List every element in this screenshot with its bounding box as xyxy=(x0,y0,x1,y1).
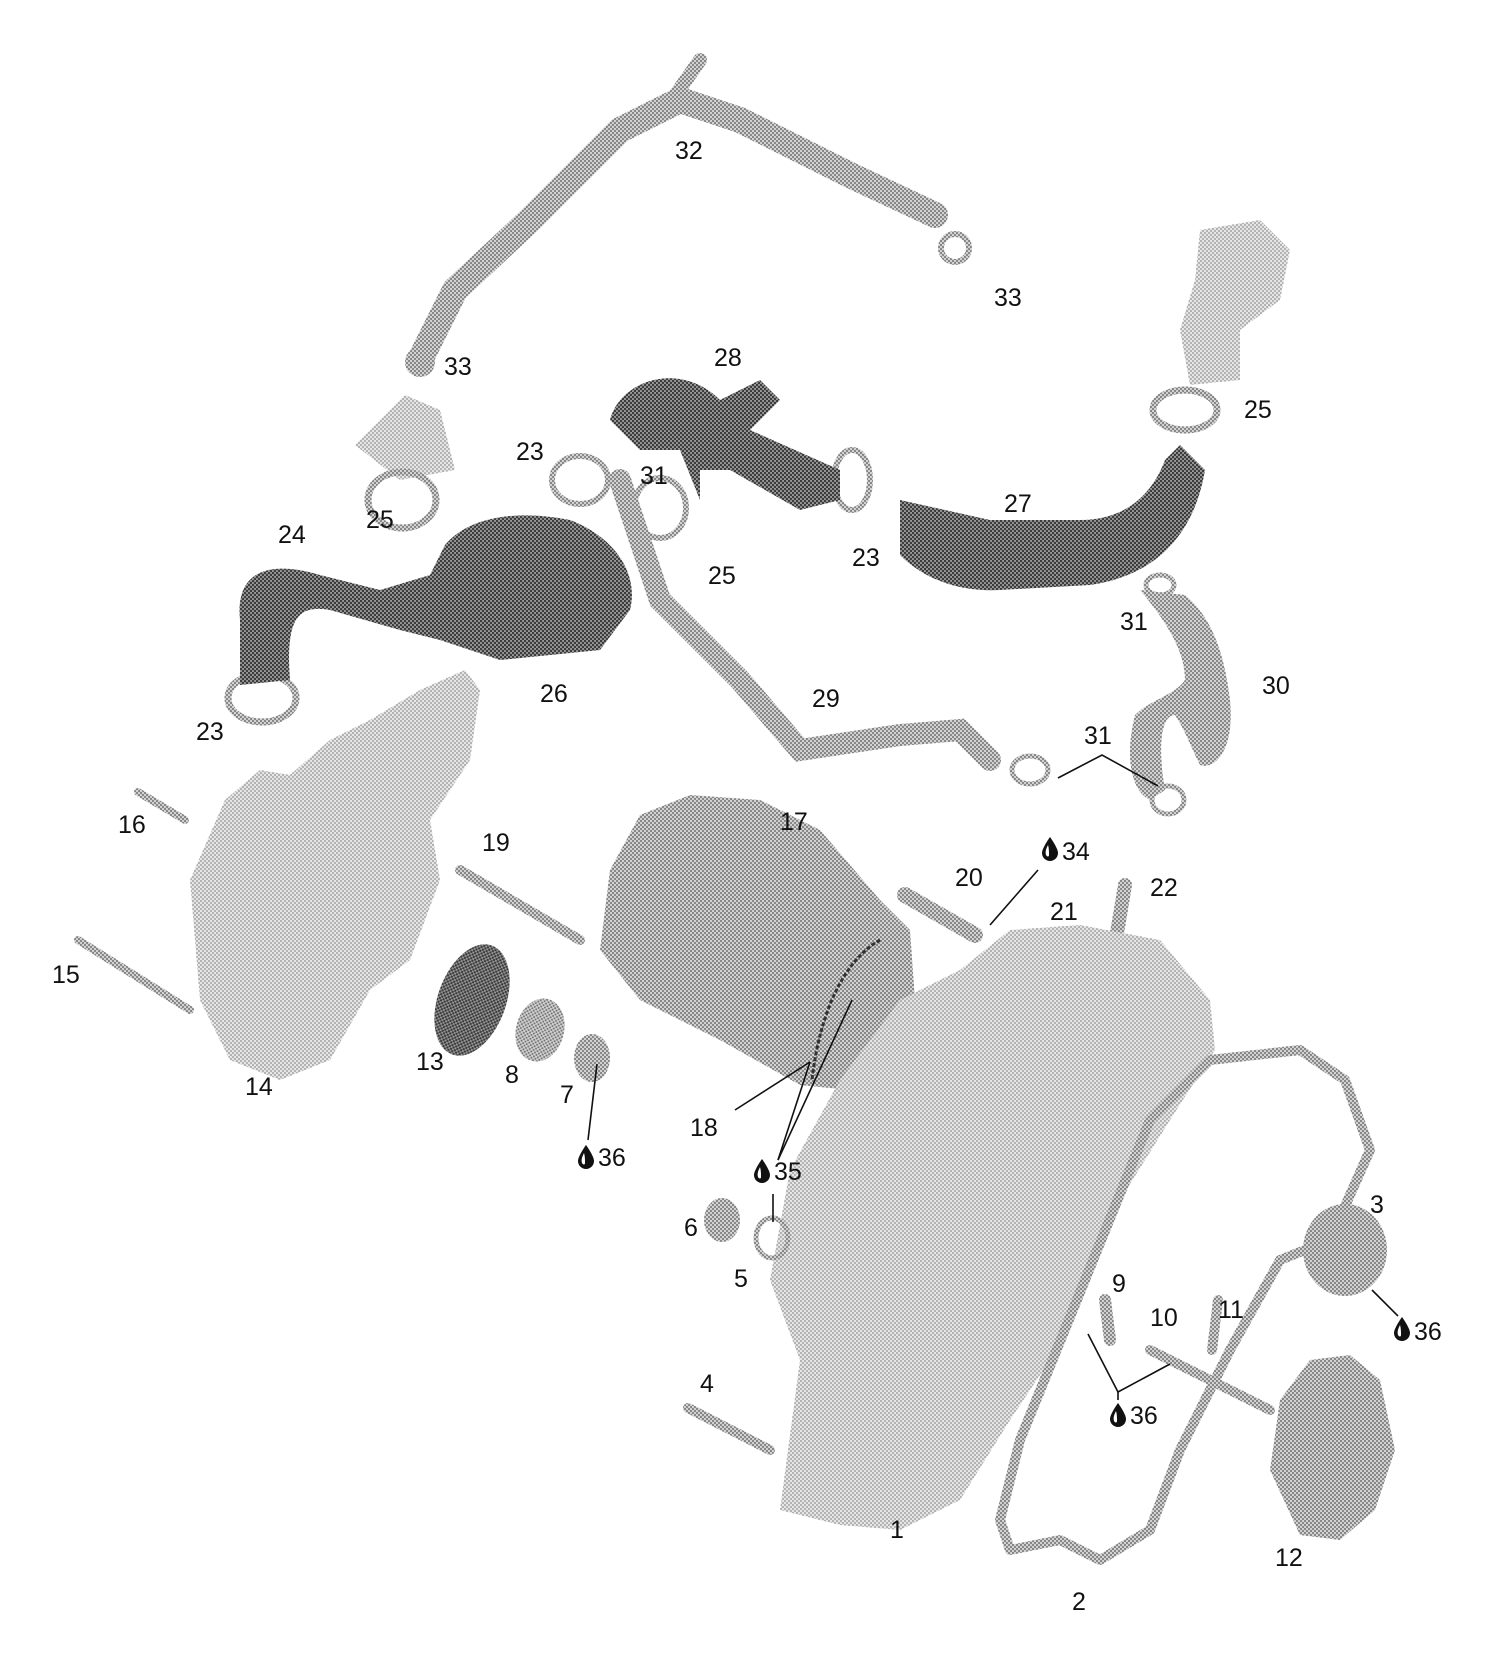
part-18-o-ring xyxy=(810,938,881,1081)
label-23-mid: 23 xyxy=(852,544,880,572)
label-2: 2 xyxy=(1072,1588,1086,1616)
leader-35-a xyxy=(777,1061,811,1161)
label-33-right: 33 xyxy=(994,284,1022,312)
part-23-ring-top xyxy=(549,453,611,507)
label-36-bottom: 36 xyxy=(1130,1402,1158,1430)
part-32-hose xyxy=(407,85,948,373)
label-33-left: 33 xyxy=(444,353,472,381)
label-10: 10 xyxy=(1150,1304,1178,1332)
leader-31-bracket xyxy=(1057,754,1159,787)
label-13: 13 xyxy=(416,1048,444,1076)
part-7-bearing xyxy=(574,1034,610,1082)
label-15: 15 xyxy=(52,961,80,989)
oil-drop-icon xyxy=(754,1159,770,1183)
part-15-bolt xyxy=(74,936,194,1014)
label-11: 11 xyxy=(1218,1296,1244,1324)
part-27-hose xyxy=(900,445,1205,591)
part-2-gasket xyxy=(995,1045,1375,1565)
leader-7-36 xyxy=(587,1063,598,1141)
part-1-engine-block xyxy=(770,925,1215,1530)
label-14: 14 xyxy=(245,1073,273,1101)
part-4-bolt xyxy=(683,1403,775,1455)
label-23-bottom: 23 xyxy=(196,718,224,746)
part-20-fitting xyxy=(897,887,983,943)
part-13-impeller xyxy=(434,944,510,1056)
part-16-bolt xyxy=(134,788,189,824)
label-4: 4 xyxy=(700,1370,714,1398)
label-31-bracket: 31 xyxy=(1084,722,1112,750)
label-34: 34 xyxy=(1062,838,1090,866)
oil-drop-icon xyxy=(1042,837,1058,861)
label-30: 30 xyxy=(1262,672,1290,700)
label-28: 28 xyxy=(714,344,742,372)
label-7: 7 xyxy=(560,1081,574,1109)
label-31-top: 31 xyxy=(640,462,668,490)
oil-drop-icon xyxy=(1110,1403,1126,1427)
oil-drop-icon xyxy=(578,1145,594,1169)
part-31-clamp-c xyxy=(1143,572,1177,598)
leader-9-10-36 xyxy=(1087,1333,1171,1394)
label-19: 19 xyxy=(482,829,510,857)
label-1: 1 xyxy=(890,1516,904,1544)
label-18: 18 xyxy=(690,1114,718,1142)
part-thermostat-housing xyxy=(1180,220,1290,385)
label-23-top: 23 xyxy=(516,438,544,466)
part-5-ring xyxy=(753,1215,791,1261)
part-10-shaft xyxy=(1145,1345,1275,1415)
part-29-hose xyxy=(609,469,1001,771)
leader-18 xyxy=(734,1061,811,1111)
part-31-clamp-b xyxy=(1149,783,1187,817)
label-9: 9 xyxy=(1112,1270,1126,1298)
label-32: 32 xyxy=(675,137,703,165)
label-36-right: 36 xyxy=(1414,1318,1442,1346)
part-6-plug xyxy=(704,1198,740,1242)
part-9-pin xyxy=(1099,1294,1116,1346)
label-6: 6 xyxy=(684,1214,698,1242)
label-25-middle: 25 xyxy=(708,562,736,590)
label-8: 8 xyxy=(505,1061,519,1089)
part-33-clamp-right xyxy=(938,231,972,265)
part-19-bolt xyxy=(455,865,585,945)
part-25-ring-right xyxy=(1149,386,1221,434)
label-29: 29 xyxy=(812,685,840,713)
label-24: 24 xyxy=(278,521,306,549)
part-31-clamp-a xyxy=(1009,753,1051,787)
label-27: 27 xyxy=(1004,490,1032,518)
part-25-ring-left xyxy=(364,468,440,532)
oil-drop-icon xyxy=(1394,1317,1410,1341)
part-8-seal xyxy=(515,998,565,1062)
part-14-housing xyxy=(190,670,480,1080)
part-12-cover xyxy=(1270,1355,1395,1540)
leader-3-36 xyxy=(1371,1289,1399,1317)
part-17-housing xyxy=(600,795,915,1090)
label-35: 35 xyxy=(774,1158,802,1186)
leader-34 xyxy=(989,869,1039,926)
label-26: 26 xyxy=(540,680,568,708)
label-31-right: 31 xyxy=(1120,608,1148,636)
label-25-left: 25 xyxy=(366,506,394,534)
part-33-clamp-left xyxy=(405,347,435,377)
label-36-left: 36 xyxy=(598,1144,626,1172)
label-17: 17 xyxy=(780,808,808,836)
part-24-hose xyxy=(239,515,632,685)
label-5: 5 xyxy=(734,1265,748,1293)
part-32-tee xyxy=(665,53,707,107)
label-16: 16 xyxy=(118,811,146,839)
label-25-right: 25 xyxy=(1244,396,1272,424)
label-20: 20 xyxy=(955,864,983,892)
label-3: 3 xyxy=(1370,1191,1384,1219)
part-28-hose xyxy=(610,378,840,510)
part-reservoir-neck xyxy=(355,395,455,480)
part-3-cap xyxy=(1303,1204,1387,1296)
part-11-pin xyxy=(1207,1295,1223,1355)
leader-35-b xyxy=(777,999,853,1161)
label-21: 21 xyxy=(1050,898,1078,926)
label-22: 22 xyxy=(1150,874,1178,902)
part-30-hose xyxy=(1130,590,1231,800)
label-12: 12 xyxy=(1275,1544,1303,1572)
